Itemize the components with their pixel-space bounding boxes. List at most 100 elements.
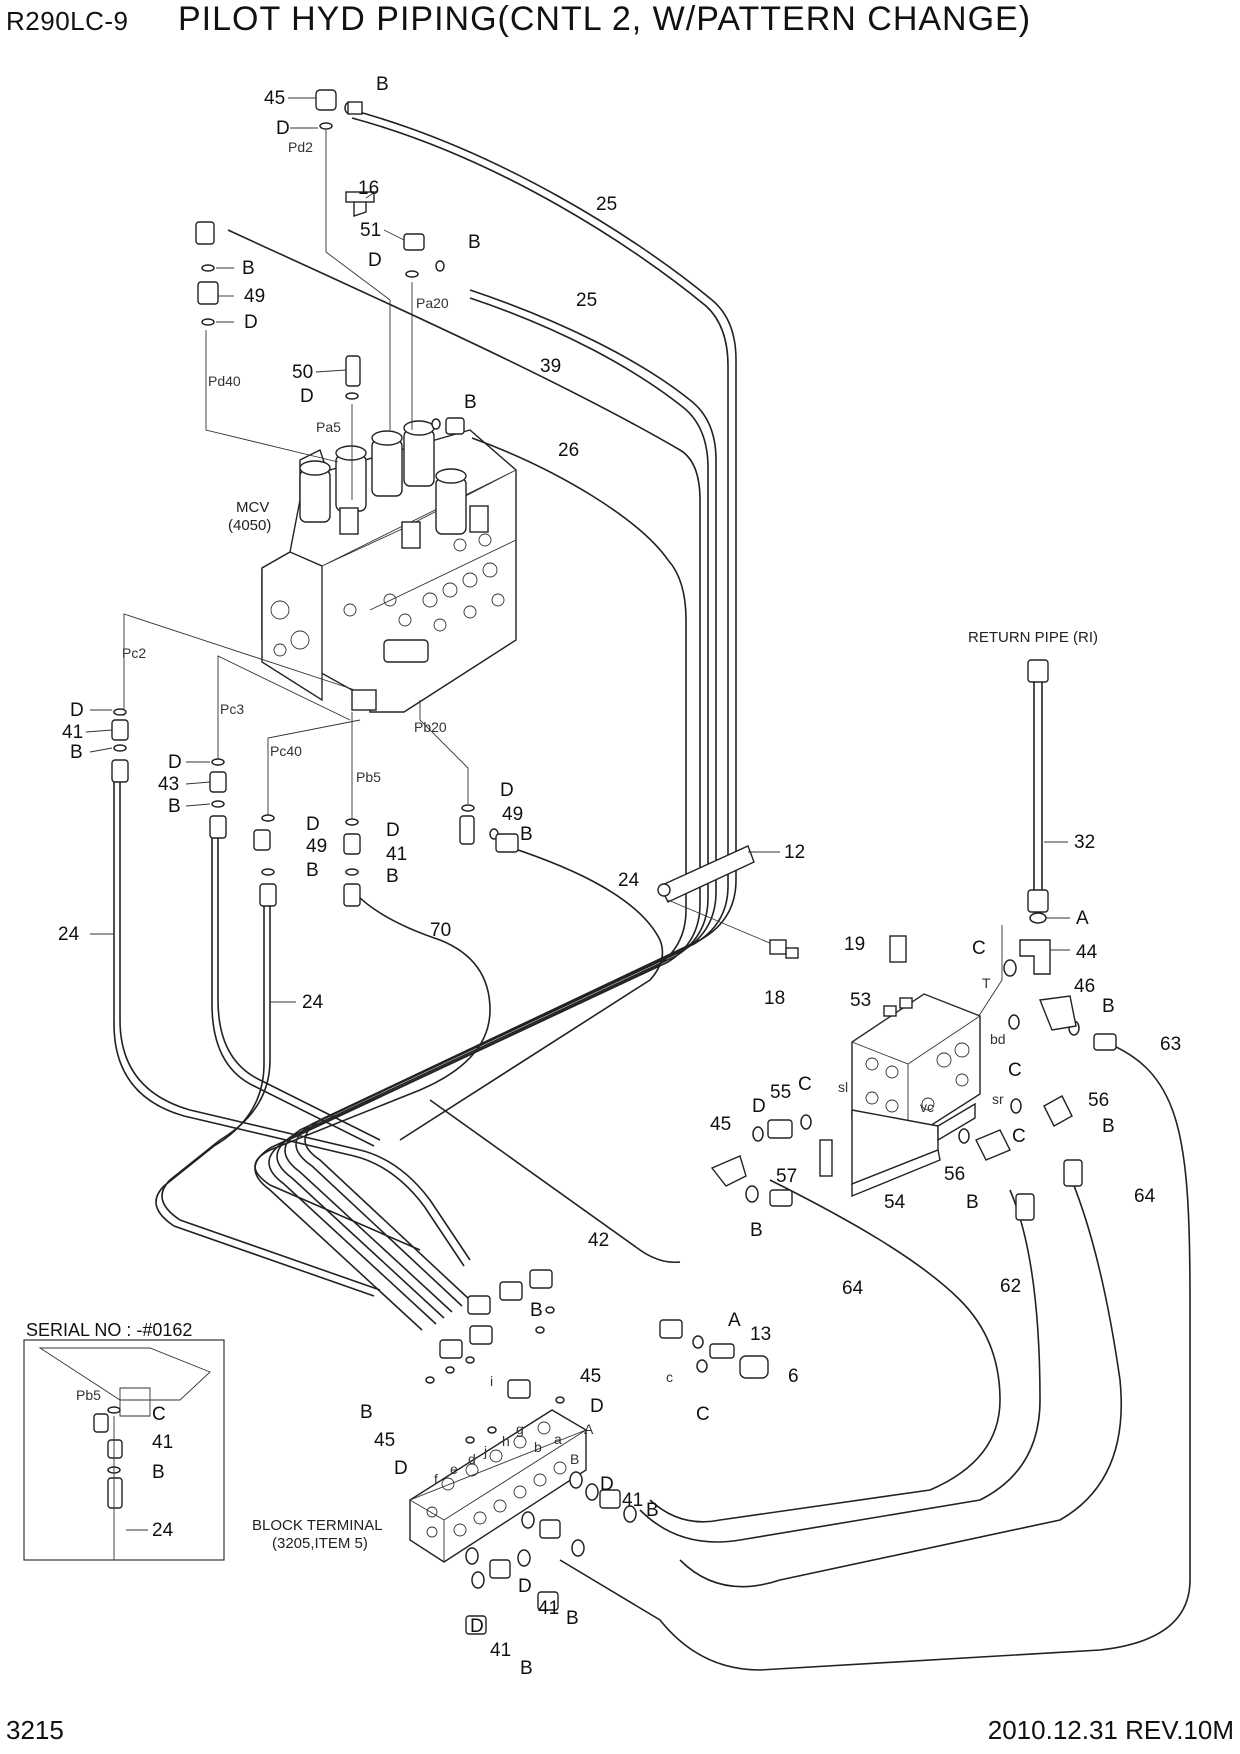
callout-19: 19 bbox=[844, 934, 865, 955]
port-label-j: j bbox=[483, 1443, 487, 1459]
callout-41-inset: 41 bbox=[152, 1432, 173, 1453]
callout-c-46: C bbox=[1008, 1060, 1022, 1081]
callout-41-pb5: 41 bbox=[386, 844, 407, 865]
callout-b-bt2: B bbox=[360, 1402, 373, 1423]
port-label-pc40: Pc40 bbox=[270, 743, 302, 759]
port-leader-lines bbox=[123, 130, 1003, 1023]
callout-18: 18 bbox=[764, 988, 785, 1009]
callout-b-51: B bbox=[468, 232, 481, 253]
header: R290LC-9 PILOT HYD PIPING(CNTL 2, W/PATT… bbox=[0, 0, 1240, 50]
callout-d-51: D bbox=[368, 250, 382, 271]
port-label-vc: vc bbox=[920, 1099, 934, 1115]
callout-49-c: 49 bbox=[502, 804, 523, 825]
port-label-pc2: Pc2 bbox=[122, 645, 146, 661]
callout-16: 16 bbox=[358, 178, 379, 199]
callout-42: 42 bbox=[588, 1230, 609, 1251]
callout-b-top: B bbox=[376, 74, 389, 95]
port-label-b: b bbox=[534, 1439, 542, 1455]
callout-a-13: A bbox=[728, 1310, 741, 1331]
callout-b-bt1: B bbox=[530, 1300, 543, 1321]
port-label-g: g bbox=[516, 1421, 524, 1437]
callout-d-55: D bbox=[752, 1096, 766, 1117]
port-label-f: f bbox=[434, 1471, 438, 1487]
callout-d-49a: D bbox=[244, 312, 258, 333]
port-label-pb5: Pb5 bbox=[356, 769, 381, 785]
serial-inset-box bbox=[23, 1339, 225, 1561]
callout-56-b: 56 bbox=[944, 1164, 965, 1185]
port-label-pb5-inset: Pb5 bbox=[76, 1387, 101, 1403]
callout-64-b: 64 bbox=[842, 1278, 864, 1299]
port-label-pc3: Pc3 bbox=[220, 701, 244, 717]
callout-51: 51 bbox=[360, 220, 381, 241]
callout-d-bt5: D bbox=[470, 1616, 484, 1637]
callout-b-bt3: B bbox=[646, 1500, 659, 1521]
callout-45-top: 45 bbox=[264, 88, 285, 109]
port-label-pa5: Pa5 bbox=[316, 419, 341, 435]
port-label-bd: bd bbox=[990, 1031, 1006, 1047]
callout-b-39: B bbox=[464, 392, 477, 413]
callout-b-56b: B bbox=[966, 1192, 979, 1213]
callout-leaders bbox=[85, 97, 1070, 1531]
block-terminal-ref: (3205,ITEM 5) bbox=[272, 1535, 368, 1552]
callout-50: 50 bbox=[292, 362, 313, 383]
callout-24-mid: 24 bbox=[302, 992, 324, 1013]
callout-d-pc40: D bbox=[306, 814, 320, 835]
callout-d-bt4: D bbox=[518, 1576, 532, 1597]
callout-41-bt3: 41 bbox=[490, 1640, 511, 1661]
callout-25-b: 25 bbox=[576, 290, 597, 311]
callout-49-b: 49 bbox=[306, 836, 327, 857]
port-label-h: h bbox=[502, 1433, 510, 1449]
port-label-t: T bbox=[982, 975, 991, 991]
o-rings bbox=[107, 102, 1080, 1589]
port-labels: Pd2 Pa20 Pd40 Pa5 Pc2 Pc3 Pc40 Pb5 Pb20 … bbox=[76, 139, 1006, 1487]
fittings bbox=[93, 89, 1117, 1635]
port-label-sr: sr bbox=[992, 1091, 1004, 1107]
callout-44: 44 bbox=[1076, 942, 1098, 963]
mcv-valve-body bbox=[261, 420, 517, 713]
hose-bundle bbox=[113, 109, 1191, 1671]
callout-d-bt1: D bbox=[590, 1396, 604, 1417]
callout-26: 26 bbox=[558, 440, 579, 461]
callout-45-bt1: 45 bbox=[580, 1366, 601, 1387]
callout-45-bt2: 45 bbox=[374, 1430, 395, 1451]
callout-24-left: 24 bbox=[58, 924, 80, 945]
page-number: 3215 bbox=[6, 1715, 64, 1745]
callout-d-pc2: D bbox=[70, 700, 84, 721]
callout-b-bt4: B bbox=[566, 1608, 579, 1629]
callout-24-right: 24 bbox=[618, 870, 640, 891]
callout-63: 63 bbox=[1160, 1034, 1181, 1055]
callout-56-a: 56 bbox=[1088, 1090, 1109, 1111]
callout-41-pc2: 41 bbox=[62, 722, 83, 743]
callout-41-bt2: 41 bbox=[538, 1598, 559, 1619]
callout-32: 32 bbox=[1074, 832, 1095, 853]
callout-49-a: 49 bbox=[244, 286, 265, 307]
callout-b-bt5: B bbox=[520, 1658, 533, 1679]
mcv-label: MCV bbox=[236, 499, 269, 516]
callout-d-bt2: D bbox=[394, 1458, 408, 1479]
callout-57: 57 bbox=[776, 1166, 797, 1187]
callout-a-32: A bbox=[1076, 908, 1089, 929]
block-53 bbox=[851, 993, 981, 1141]
callout-d-bt3: D bbox=[600, 1474, 614, 1495]
callout-b-pc2: B bbox=[70, 742, 83, 763]
callout-43: 43 bbox=[158, 774, 179, 795]
mcv-code: (4050) bbox=[228, 517, 271, 534]
callout-b-56a: B bbox=[1102, 1116, 1115, 1137]
callout-c-55: C bbox=[798, 1074, 812, 1095]
callout-b-pb5: B bbox=[386, 866, 399, 887]
callout-b-45mid: B bbox=[750, 1220, 763, 1241]
port-label-pd40: Pd40 bbox=[208, 373, 241, 389]
serial-no-label: SERIAL NO : -#0162 bbox=[26, 1320, 192, 1340]
callout-d-50: D bbox=[300, 386, 314, 407]
block-terminal-label: BLOCK TERMINAL bbox=[252, 1517, 383, 1534]
part-callouts: 45 B D 16 51 D B 25 25 B 49 D 50 D 39 B … bbox=[58, 74, 1181, 1679]
port-label-A: A bbox=[584, 1421, 594, 1437]
port-label-i: i bbox=[490, 1373, 493, 1389]
callout-25-a: 25 bbox=[596, 194, 617, 215]
callout-d-pc3: D bbox=[168, 752, 182, 773]
callout-d-pb5: D bbox=[386, 820, 400, 841]
callout-c-44: C bbox=[972, 938, 986, 959]
callout-41-bt1: 41 bbox=[622, 1490, 643, 1511]
port-label-pd2: Pd2 bbox=[288, 139, 313, 155]
callout-b-46: B bbox=[1102, 996, 1115, 1017]
